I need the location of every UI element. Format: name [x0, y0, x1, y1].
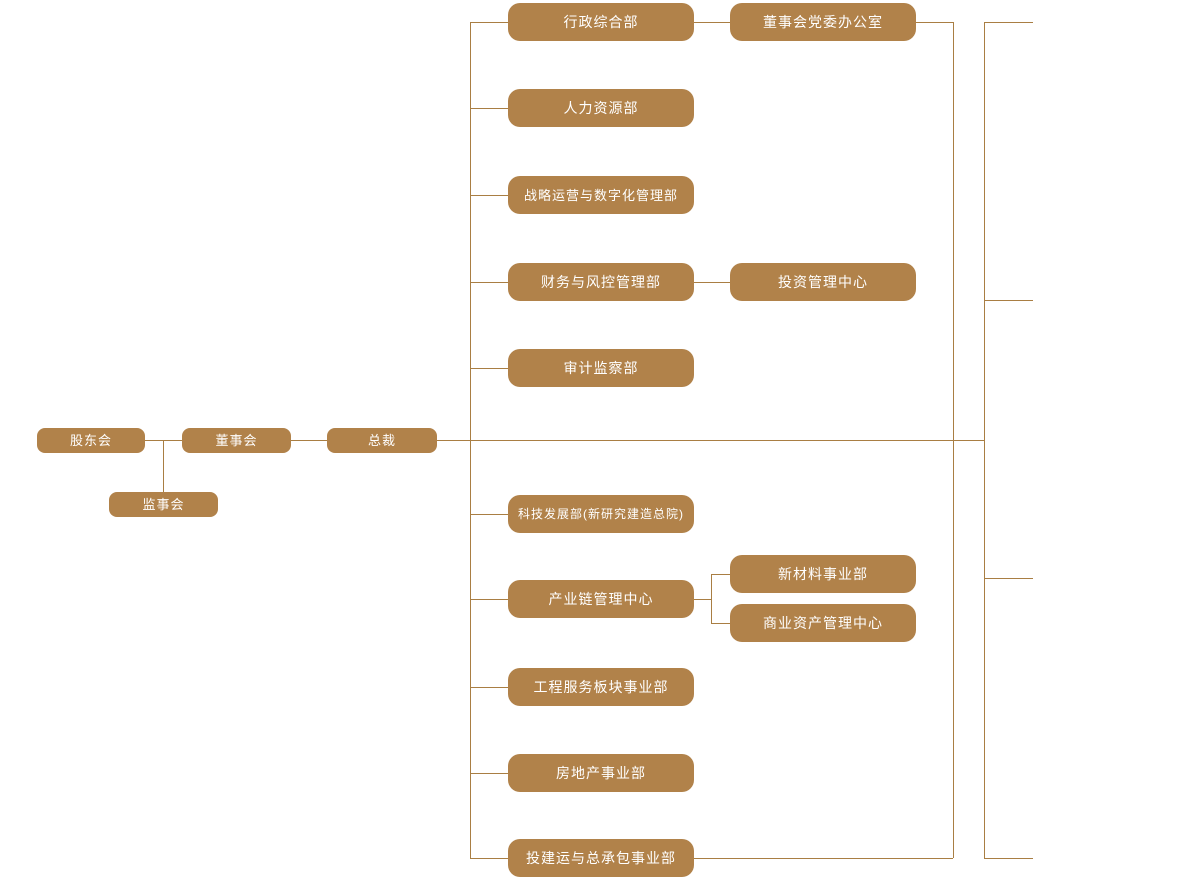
connector-line-h-1 [291, 440, 327, 441]
org-node-audit-supervision-dept: 审计监察部 [508, 349, 694, 387]
org-node-new-materials-division: 新材料事业部 [730, 555, 916, 593]
connector-line-h-21 [711, 623, 730, 624]
org-node-board-party-committee-office: 董事会党委办公室 [730, 3, 916, 41]
org-node-label: 科技发展部(新研究建造总院) [518, 507, 684, 521]
org-node-board-of-directors: 董事会 [182, 428, 291, 453]
connector-line-h-2 [437, 440, 984, 441]
connector-line-h-14 [470, 858, 508, 859]
org-node-label: 审计监察部 [563, 360, 639, 376]
org-node-invest-build-epc-division: 投建运与总承包事业部 [508, 839, 694, 877]
org-node-label: 董事会 [215, 433, 258, 448]
org-node-label: 总裁 [367, 433, 396, 448]
connector-line-v-24 [984, 22, 985, 858]
connector-line-h-12 [470, 687, 508, 688]
org-node-real-estate-division: 房地产事业部 [508, 754, 694, 792]
org-node-admin-general-dept: 行政综合部 [508, 3, 694, 41]
connector-line-h-17 [694, 282, 730, 283]
connector-line-h-7 [470, 195, 508, 196]
org-node-label: 财务与风控管理部 [541, 274, 661, 290]
connector-line-v-23 [953, 22, 954, 858]
connector-line-h-15 [694, 22, 730, 23]
connector-line-h-9 [470, 368, 508, 369]
org-node-label: 人力资源部 [563, 100, 639, 116]
org-node-label: 房地产事业部 [556, 765, 646, 781]
connector-line-h-13 [470, 773, 508, 774]
connector-line-h-22 [694, 858, 953, 859]
org-node-finance-risk-dept: 财务与风控管理部 [508, 263, 694, 301]
org-node-strategy-digital-dept: 战略运营与数字化管理部 [508, 176, 694, 214]
connector-line-h-27 [984, 578, 1033, 579]
connector-line-h-0 [145, 440, 182, 441]
org-node-label: 商业资产管理中心 [763, 615, 883, 631]
connector-line-h-6 [470, 108, 508, 109]
org-node-label: 董事会党委办公室 [763, 14, 883, 30]
connector-line-h-26 [984, 300, 1033, 301]
org-node-label: 投建运与总承包事业部 [526, 850, 676, 866]
connector-line-h-18 [694, 599, 711, 600]
org-node-label: 战略运营与数字化管理部 [523, 187, 678, 203]
connector-line-h-25 [984, 22, 1033, 23]
connector-line-h-5 [470, 22, 508, 23]
org-node-label: 监事会 [142, 497, 185, 512]
org-node-label: 工程服务板块事业部 [533, 679, 669, 695]
org-node-engineering-services-division: 工程服务板块事业部 [508, 668, 694, 706]
org-node-label: 行政综合部 [563, 14, 639, 30]
connector-line-h-16 [916, 22, 953, 23]
connector-line-h-8 [470, 282, 508, 283]
org-node-label: 产业链管理中心 [548, 591, 654, 607]
connector-line-v-19 [711, 574, 712, 623]
org-node-human-resources-dept: 人力资源部 [508, 89, 694, 127]
connector-line-v-3 [163, 441, 164, 492]
org-node-tech-development-dept: 科技发展部(新研究建造总院) [508, 495, 694, 533]
org-node-industry-chain-center: 产业链管理中心 [508, 580, 694, 618]
org-node-shareholders-meeting: 股东会 [37, 428, 145, 453]
connector-line-v-4 [470, 22, 471, 858]
org-node-commercial-assets-center: 商业资产管理中心 [730, 604, 916, 642]
org-node-investment-mgmt-center: 投资管理中心 [730, 263, 916, 301]
connector-line-h-10 [470, 514, 508, 515]
org-node-supervisory-board: 监事会 [109, 492, 218, 517]
org-node-label: 股东会 [69, 433, 112, 448]
connector-line-h-28 [984, 858, 1033, 859]
org-node-label: 投资管理中心 [778, 274, 868, 290]
org-node-label: 新材料事业部 [778, 566, 868, 582]
connector-line-h-11 [470, 599, 508, 600]
org-node-president: 总裁 [327, 428, 437, 453]
connector-line-h-20 [711, 574, 730, 575]
